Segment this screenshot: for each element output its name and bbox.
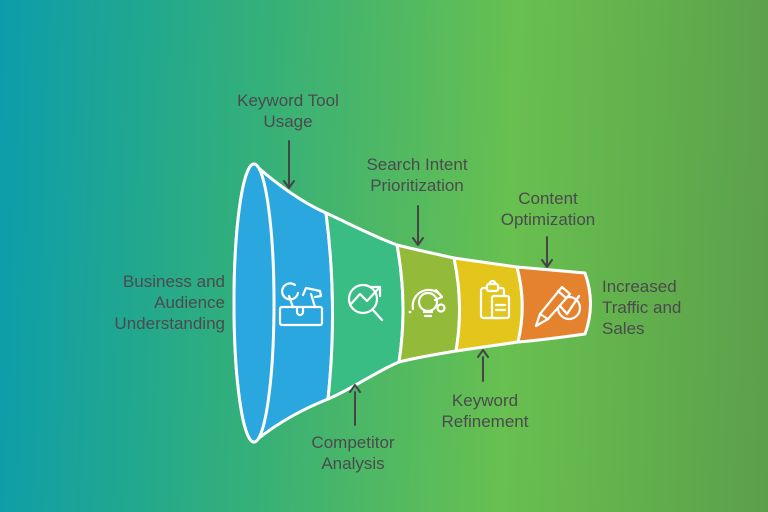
pencil-check-icon [534, 285, 582, 328]
label-keyword-refinement: Keyword Refinement [441, 391, 529, 431]
label-business-audience-understanding: Business and Audience Understanding [114, 272, 225, 333]
segment-search-intent-prioritization [395, 243, 462, 364]
lightbulb-refresh-icon [408, 288, 446, 318]
label-search-intent-prioritization: Search Intent Prioritization [366, 155, 468, 195]
funnel-mouth [232, 162, 276, 444]
label-increased-traffic-sales: Increased Traffic and Sales [602, 277, 682, 338]
arrow-keyword-tool-usage [283, 140, 295, 189]
segment-keyword-refinement [452, 256, 524, 353]
arrow-keyword-refinement [477, 349, 489, 382]
label-competitor-analysis: Competitor Analysis [311, 433, 395, 473]
arrow-search-intent-prioritization [412, 205, 424, 246]
tools-icon [278, 282, 324, 327]
arrow-competitor-analysis [349, 384, 361, 426]
magnifier-trend-icon [347, 283, 384, 322]
annotation-arrows [283, 140, 553, 426]
label-content-optimization: Content Optimization [500, 189, 596, 229]
segment-icons [278, 279, 582, 328]
segment-competitor-analysis [324, 211, 405, 401]
label-keyword-tool-usage: Keyword Tool Usage [237, 91, 339, 131]
clipboard-icon [479, 279, 511, 320]
arrow-content-optimization [541, 236, 553, 268]
